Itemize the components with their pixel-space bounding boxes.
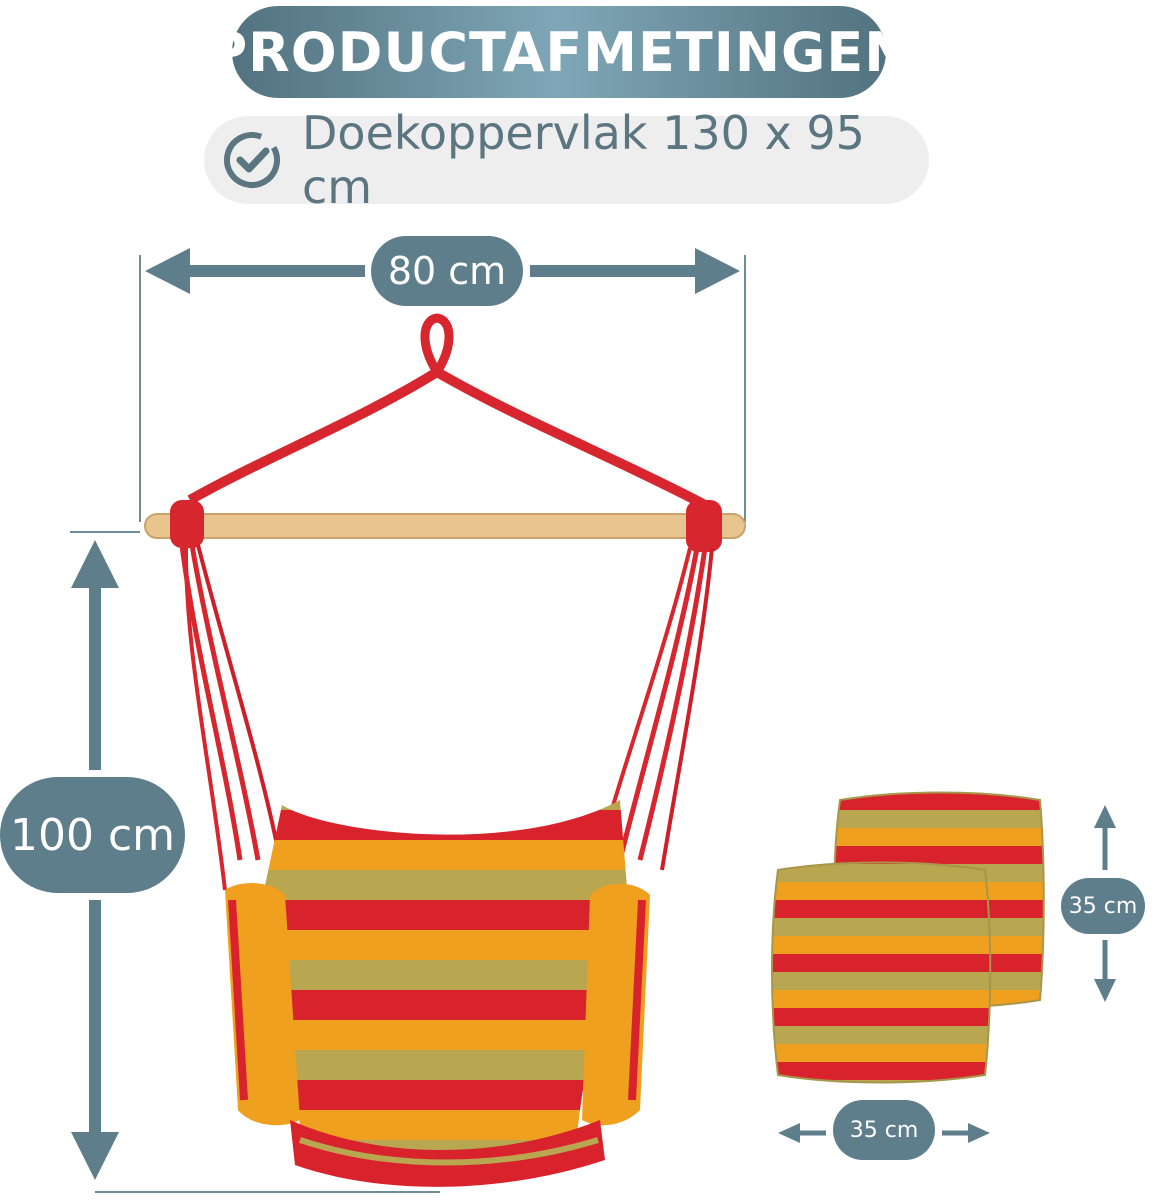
- hanging-chair: [144, 313, 746, 1187]
- height-label: 100 cm: [0, 777, 185, 893]
- width-dimension-line: [139, 248, 746, 522]
- height-dimension-line: [70, 531, 440, 1193]
- feature-text: Doekoppervlak 130 x 95 cm: [302, 106, 865, 214]
- width-label: 80 cm: [371, 236, 523, 306]
- page-title: PRODUCTAFMETINGEN: [208, 6, 909, 98]
- pillow-width-label: 35 cm: [833, 1100, 935, 1160]
- pillow-height-dimension-line: [1094, 805, 1116, 1002]
- check-circle-icon: [224, 131, 280, 188]
- pillow-front: [771, 861, 992, 1084]
- pillow-height-label: 35 cm: [1061, 878, 1145, 934]
- feature-badge: Doekoppervlak 130 x 95 cm: [204, 106, 929, 214]
- pillow-width-dimension-line: [778, 1123, 990, 1143]
